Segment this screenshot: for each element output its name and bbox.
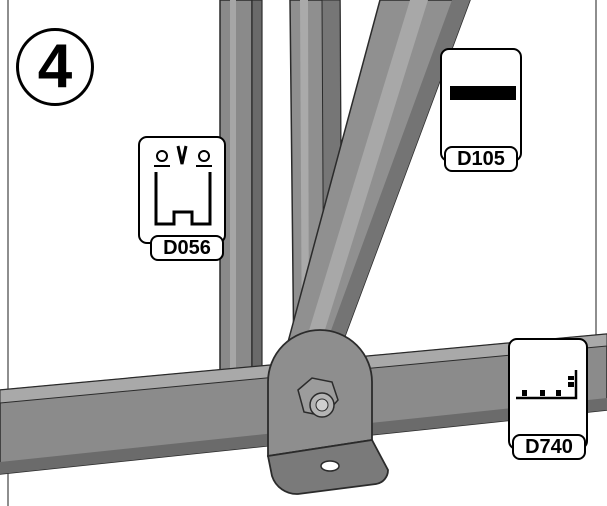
part-label-d105: D105 <box>444 146 518 172</box>
part-id: D056 <box>163 237 211 259</box>
part-id: D740 <box>525 436 573 458</box>
callout-angle-profile <box>508 338 588 450</box>
part-id: D105 <box>457 148 505 170</box>
vertical-post-left <box>219 0 263 401</box>
channel-profile-with-screw-and-nut-icon <box>154 145 212 226</box>
callout-channel-profile <box>138 136 226 244</box>
step-number: 4 <box>37 32 73 101</box>
step-number-badge: 4 <box>16 28 94 106</box>
part-label-d056: D056 <box>150 235 224 261</box>
bracket-plate <box>266 329 389 495</box>
angle-profile-icon <box>516 370 578 400</box>
diagonal-brace <box>287 0 471 361</box>
hex-bolt-icon <box>297 377 339 418</box>
flat-bar-icon <box>450 86 516 100</box>
part-label-d740: D740 <box>512 434 586 460</box>
callout-flat-bar <box>440 48 522 162</box>
